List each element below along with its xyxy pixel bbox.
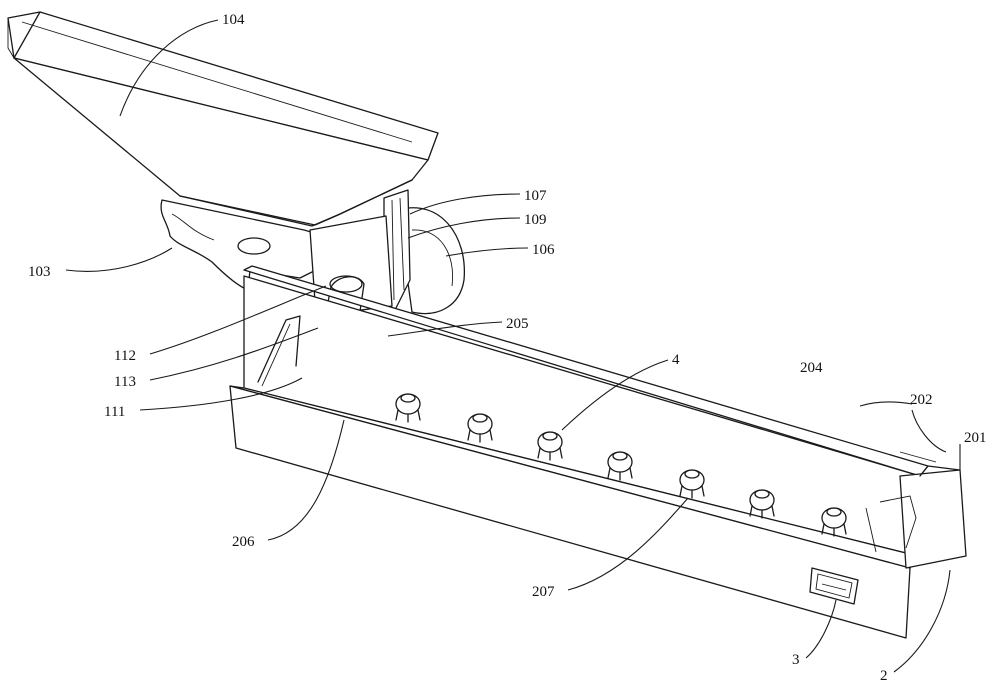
controller-3 <box>809 567 859 605</box>
label-3: 3 <box>792 652 800 668</box>
label-109: 109 <box>524 212 547 228</box>
label-2: 2 <box>880 668 888 684</box>
label-113: 113 <box>114 374 136 390</box>
hopper-104 <box>7 11 439 227</box>
label-107: 107 <box>524 188 547 204</box>
label-103: 103 <box>28 264 51 280</box>
label-4: 4 <box>672 352 680 368</box>
label-202: 202 <box>910 392 933 408</box>
label-206: 206 <box>232 534 255 550</box>
leader-lines <box>65 19 961 673</box>
label-201: 201 <box>964 430 987 446</box>
label-106: 106 <box>532 242 555 258</box>
label-104: 104 <box>222 12 245 28</box>
reference-labels: 104 107 109 106 103 205 112 113 111 4 20… <box>28 12 987 684</box>
sensor-row-4 <box>395 393 847 537</box>
label-207: 207 <box>532 584 555 600</box>
sensor-head <box>395 393 421 423</box>
sensor-head <box>821 507 847 537</box>
label-204: 204 <box>800 360 823 376</box>
sensor-head <box>607 451 633 481</box>
label-111: 111 <box>104 404 125 420</box>
label-205: 205 <box>506 316 529 332</box>
label-112: 112 <box>114 348 136 364</box>
motor-106 <box>397 207 465 315</box>
sensor-head <box>537 431 563 461</box>
sensor-head <box>467 413 493 443</box>
conveyor-trough-2 <box>229 265 967 639</box>
sensor-head <box>679 469 705 499</box>
sensor-head <box>749 489 775 519</box>
